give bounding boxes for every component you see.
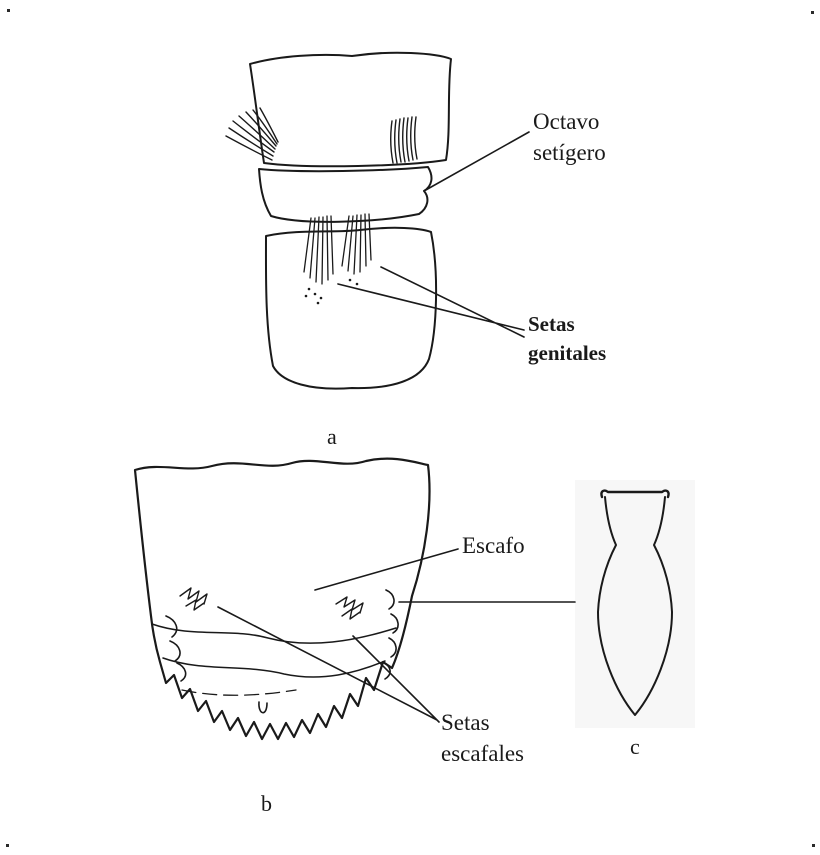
panel-letter-a: a	[327, 424, 337, 449]
label-octavo-setigero: Octavo setígero	[533, 109, 606, 165]
scaphal-setae-right-spikes	[335, 596, 364, 620]
seta-body-outline	[597, 496, 673, 716]
leader-lines-setas-genitales	[337, 266, 525, 338]
scaphe-wrinkle-dashed	[181, 689, 297, 696]
scaphe-u-mark	[258, 701, 268, 714]
leader-lines-setas-escafales	[217, 606, 440, 723]
panel-b-drawing	[133, 457, 431, 741]
annotation-lines	[217, 131, 576, 723]
scaphe-wrinkle-2	[162, 657, 386, 678]
seta-rim	[600, 489, 670, 499]
genital-setae-left-dots	[304, 287, 323, 305]
scaphal-setae-right-hooks	[382, 589, 399, 680]
segment-bottom-outline	[264, 226, 438, 390]
label-setas-escafales: Setas escafales	[441, 710, 524, 766]
setae-bundle-left	[225, 107, 279, 161]
segment-top-outline	[249, 51, 452, 168]
setae-bundle-right	[390, 116, 418, 164]
corner-mark-bottom-right	[812, 844, 815, 847]
genital-setae-right-dots	[348, 278, 359, 286]
panel-a-drawing	[225, 51, 452, 390]
corner-mark-top-right	[811, 11, 814, 14]
leader-line-octavo	[423, 131, 530, 192]
panel-c-background	[575, 480, 695, 728]
label-escafo: Escafo	[462, 533, 525, 558]
scaphe-outline	[133, 457, 431, 741]
genital-setae-left	[303, 215, 334, 285]
scaphal-setae-left-spikes	[179, 587, 208, 611]
panel-c-drawing	[575, 480, 695, 728]
segment-middle-band-outline	[258, 166, 433, 223]
scaphal-setae-left-hooks	[165, 615, 187, 682]
corner-mark-bottom-left	[6, 844, 9, 847]
leader-line-escafo	[314, 548, 459, 591]
corner-mark-top-left	[7, 9, 10, 12]
scaphe-wrinkle-1	[151, 623, 397, 644]
corner-marks	[6, 9, 815, 847]
panel-letter-b: b	[261, 791, 272, 816]
panel-letter-c: c	[630, 734, 640, 759]
label-setas-genitales: Setas genitales	[528, 312, 607, 365]
genital-setae-right	[341, 213, 372, 275]
